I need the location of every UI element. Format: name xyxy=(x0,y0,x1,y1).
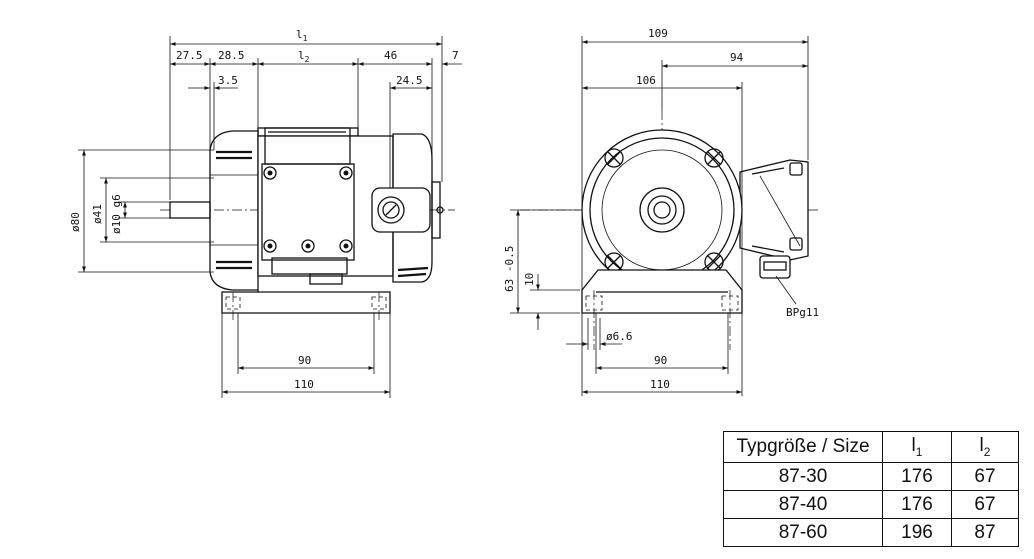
dim-90-side: 90 xyxy=(298,354,311,367)
cell-size: 87-60 xyxy=(723,518,883,547)
table-row: 87-40 176 67 xyxy=(723,490,1019,519)
header-l1: l1 xyxy=(882,431,952,463)
cell-l2: 67 xyxy=(951,490,1019,519)
technical-drawing: l1 27.5 28.5 l2 46 7 3.5 24.5 ø80 ø41 ø1… xyxy=(69,27,820,398)
dim-l1: l1 xyxy=(296,28,308,43)
dim-46: 46 xyxy=(384,49,397,62)
dim-dia6-6: ø6.6 xyxy=(606,330,633,343)
cell-size: 87-40 xyxy=(723,490,883,519)
cell-l2: 87 xyxy=(951,518,1019,547)
dim-110-front: 110 xyxy=(650,378,670,391)
dim-63: 63 -0.5 xyxy=(503,246,516,292)
gland-label: BPg11 xyxy=(786,306,819,319)
cell-size: 87-30 xyxy=(723,462,883,491)
cell-l2: 67 xyxy=(951,462,1019,491)
size-table: Typgröße / Size l1 l2 87-30 176 67 87-40… xyxy=(723,431,1019,547)
dim-94: 94 xyxy=(730,51,744,64)
cell-l1: 176 xyxy=(882,462,952,491)
dim-7: 7 xyxy=(452,49,459,62)
dim-dia41: ø41 xyxy=(91,204,104,224)
dim-dia80: ø80 xyxy=(69,212,82,232)
dim-3-5: 3.5 xyxy=(218,74,238,87)
header-size: Typgröße / Size xyxy=(723,431,883,463)
table-row: 87-60 196 87 xyxy=(723,518,1019,547)
cell-l1: 176 xyxy=(882,490,952,519)
header-l2: l2 xyxy=(951,431,1019,463)
dim-109: 109 xyxy=(648,27,668,40)
dim-28-5: 28.5 xyxy=(218,49,245,62)
front-view: 109 94 106 63 -0.5 10 ø6.6 90 110 BPg11 xyxy=(503,27,820,396)
dim-10-height: 10 xyxy=(523,273,536,286)
cell-l1: 196 xyxy=(882,518,952,547)
dim-110-side: 110 xyxy=(294,378,314,391)
dim-l2: l2 xyxy=(298,49,310,64)
table-row: 87-30 176 67 xyxy=(723,462,1019,491)
dim-27-5: 27.5 xyxy=(176,49,203,62)
dim-90-front: 90 xyxy=(654,354,667,367)
table-header-row: Typgröße / Size l1 l2 xyxy=(723,431,1019,463)
dim-106: 106 xyxy=(636,74,656,87)
dim-24-5: 24.5 xyxy=(396,74,423,87)
dim-dia10: ø10 g6 xyxy=(110,194,123,234)
side-view: l1 27.5 28.5 l2 46 7 3.5 24.5 ø80 ø41 ø1… xyxy=(69,28,462,398)
